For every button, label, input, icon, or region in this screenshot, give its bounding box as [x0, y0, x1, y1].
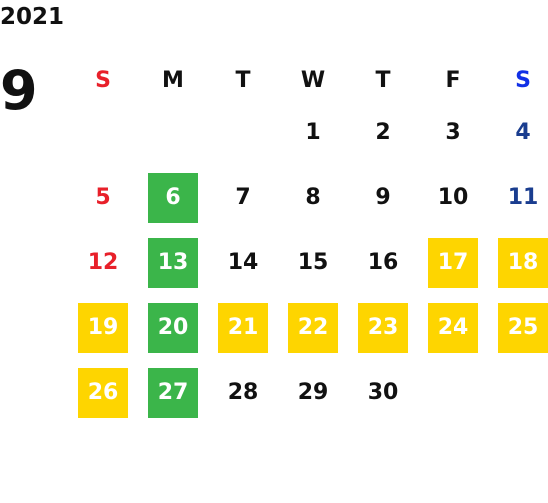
day-slot: [418, 360, 488, 425]
day-slot: 24: [418, 295, 488, 360]
empty-day-cell: [218, 108, 268, 158]
day-slot: 9: [348, 165, 418, 230]
day-cell[interactable]: 2: [375, 120, 391, 145]
day-cell[interactable]: 16: [367, 250, 399, 275]
day-slot: 15: [278, 230, 348, 295]
day-cell[interactable]: 18: [498, 237, 548, 288]
day-cell[interactable]: 20: [148, 302, 198, 353]
day-slot: 21: [208, 295, 278, 360]
day-slot: 6: [138, 165, 208, 230]
day-slot: 1: [278, 100, 348, 165]
day-cell[interactable]: 24: [428, 302, 478, 353]
weekday-header: M: [162, 67, 184, 93]
day-cell[interactable]: 6: [148, 172, 198, 223]
day-cell[interactable]: 23: [358, 302, 408, 353]
day-cell[interactable]: 26: [78, 367, 128, 418]
day-cell[interactable]: 27: [148, 367, 198, 418]
day-cell[interactable]: 7: [235, 185, 251, 210]
day-slot: 7: [208, 165, 278, 230]
weekday-header: S: [515, 67, 531, 93]
day-cell[interactable]: 30: [367, 380, 399, 405]
day-cell[interactable]: 3: [445, 120, 461, 145]
day-slot: 25: [488, 295, 548, 360]
day-slot: [68, 100, 138, 165]
day-slot: [488, 360, 548, 425]
empty-day-cell: [498, 368, 548, 418]
day-slot: [208, 100, 278, 165]
day-slot: 11: [488, 165, 548, 230]
day-slot: 12: [68, 230, 138, 295]
day-slot: 14: [208, 230, 278, 295]
day-slot: 16: [348, 230, 418, 295]
day-slot: 5: [68, 165, 138, 230]
day-slot: 26: [68, 360, 138, 425]
weekday-header: S: [95, 67, 111, 93]
empty-day-cell: [428, 368, 478, 418]
day-cell[interactable]: 5: [95, 185, 111, 210]
day-slot: 30: [348, 360, 418, 425]
day-cell[interactable]: 19: [78, 302, 128, 353]
weekday-header: W: [300, 67, 326, 93]
day-cell[interactable]: 28: [227, 380, 259, 405]
weekday-header: T: [235, 67, 251, 93]
day-cell[interactable]: 17: [428, 237, 478, 288]
year-label: 2021: [0, 4, 65, 30]
weekday-header: F: [445, 67, 461, 93]
day-cell[interactable]: 15: [297, 250, 329, 275]
day-slot: 29: [278, 360, 348, 425]
day-cell[interactable]: 14: [227, 250, 259, 275]
day-slot: 17: [418, 230, 488, 295]
day-cell[interactable]: 9: [375, 185, 391, 210]
day-slot: 2: [348, 100, 418, 165]
day-cell[interactable]: 8: [305, 185, 321, 210]
day-slot: 18: [488, 230, 548, 295]
day-slot: 20: [138, 295, 208, 360]
day-cell[interactable]: 13: [148, 237, 198, 288]
day-cell[interactable]: 25: [498, 302, 548, 353]
day-slot: 19: [68, 295, 138, 360]
day-cell[interactable]: 1: [305, 120, 321, 145]
day-slot: 27: [138, 360, 208, 425]
day-cell[interactable]: 10: [437, 185, 469, 210]
weekday-header: T: [375, 67, 391, 93]
day-slot: 28: [208, 360, 278, 425]
day-cell[interactable]: 12: [87, 250, 119, 275]
day-cell[interactable]: 4: [515, 120, 531, 145]
day-slot: 3: [418, 100, 488, 165]
month-number: 9: [0, 59, 38, 122]
day-slot: 22: [278, 295, 348, 360]
day-cell[interactable]: 21: [218, 302, 268, 353]
empty-day-cell: [148, 108, 198, 158]
day-cell[interactable]: 11: [507, 185, 539, 210]
day-slot: 8: [278, 165, 348, 230]
day-cell[interactable]: 22: [288, 302, 338, 353]
day-slot: 10: [418, 165, 488, 230]
empty-day-cell: [78, 108, 128, 158]
day-slot: 4: [488, 100, 548, 165]
day-cell[interactable]: 29: [297, 380, 329, 405]
day-slot: 23: [348, 295, 418, 360]
day-slot: 13: [138, 230, 208, 295]
day-slot: [138, 100, 208, 165]
